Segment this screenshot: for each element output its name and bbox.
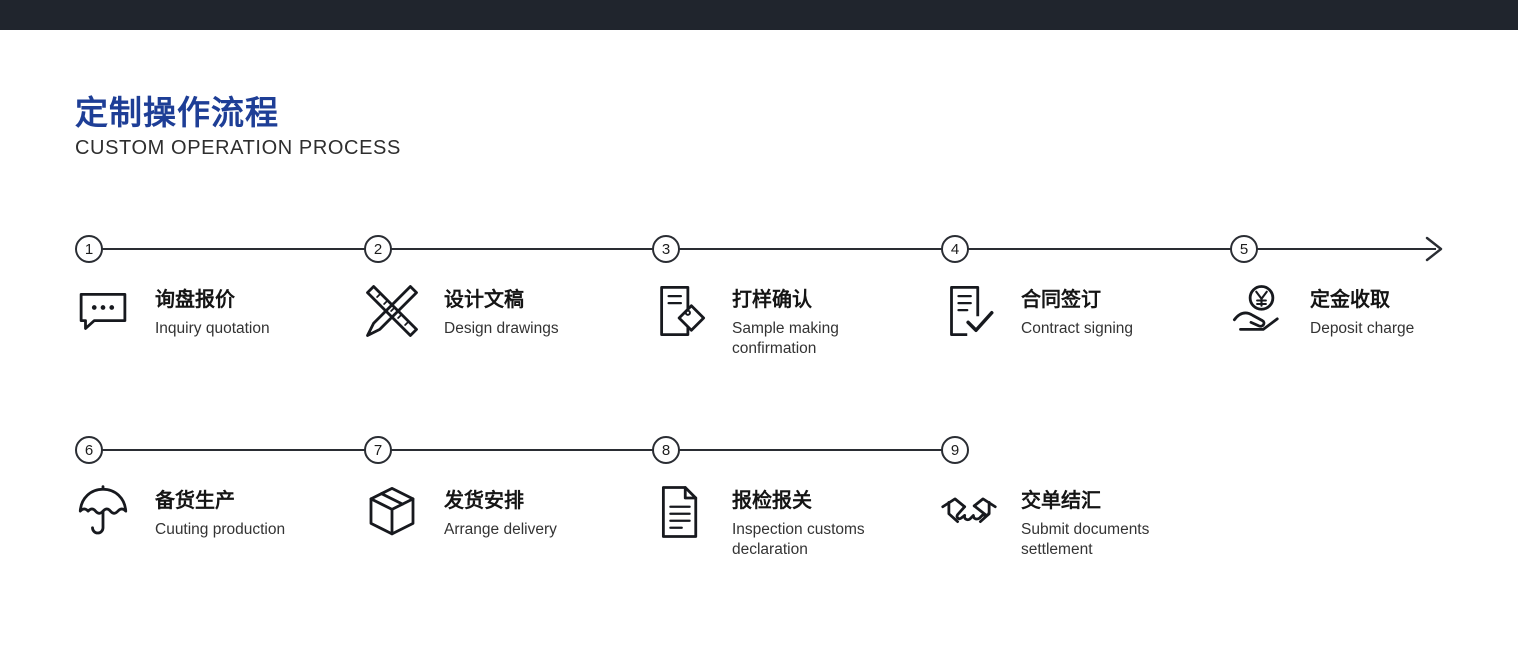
document-check-icon <box>941 283 997 339</box>
step-title-zh: 询盘报价 <box>155 289 235 311</box>
document-tag-icon <box>652 283 708 339</box>
step-title-zh: 报检报关 <box>732 490 812 512</box>
ruler-pencil-icon <box>364 283 420 339</box>
step-title-en: Cuuting production <box>155 521 286 538</box>
step-title-en: Sample making confirmation <box>732 320 839 358</box>
timeline-line <box>89 248 1436 250</box>
process-step: 交单结汇 Submit documents settlement <box>941 483 1221 561</box>
process-step: 报检报关 Inspection customs declaration <box>652 483 932 561</box>
step-number-badge: 3 <box>652 235 680 263</box>
step-title-en: Deposit charge <box>1310 320 1415 337</box>
step-title-en: Inspection customs declaration <box>732 521 865 559</box>
handshake-icon <box>941 484 997 540</box>
process-step: 询盘报价 Inquiry quotation <box>75 282 355 339</box>
step-title-zh: 设计文稿 <box>444 289 524 311</box>
step-title-zh: 发货安排 <box>444 490 524 512</box>
process-step: 打样确认 Sample making confirmation <box>652 282 932 360</box>
arrow-right-icon <box>1424 235 1446 263</box>
chat-bubble-icon <box>75 283 131 339</box>
step-title-en: Arrange delivery <box>444 521 557 538</box>
process-step: 备货生产 Cuuting production <box>75 483 355 540</box>
step-title-zh: 合同签订 <box>1021 289 1101 311</box>
timeline-row-1: 1 2 3 4 5 <box>0 235 1518 263</box>
step-number-badge: 2 <box>364 235 392 263</box>
process-step: 合同签订 Contract signing <box>941 282 1221 339</box>
timeline-row-2: 6 7 8 9 <box>0 436 1518 464</box>
step-title-zh: 交单结汇 <box>1021 490 1101 512</box>
step-number-badge: 8 <box>652 436 680 464</box>
step-number-badge: 9 <box>941 436 969 464</box>
hand-coin-icon <box>1230 283 1286 339</box>
step-title-zh: 备货生产 <box>155 490 235 512</box>
document-lines-icon <box>652 484 708 540</box>
step-number-badge: 6 <box>75 436 103 464</box>
step-number-badge: 1 <box>75 235 103 263</box>
page-title: 定制操作流程 <box>75 94 279 131</box>
page-subtitle: CUSTOM OPERATION PROCESS <box>75 137 401 159</box>
step-title-en: Design drawings <box>444 320 559 337</box>
process-step: 设计文稿 Design drawings <box>364 282 644 339</box>
step-number-badge: 5 <box>1230 235 1258 263</box>
top-bar <box>0 0 1518 30</box>
package-box-icon <box>364 484 420 540</box>
step-title-zh: 定金收取 <box>1310 289 1390 311</box>
process-step: 发货安排 Arrange delivery <box>364 483 644 540</box>
step-title-en: Submit documents settlement <box>1021 521 1150 559</box>
step-number-badge: 4 <box>941 235 969 263</box>
umbrella-icon <box>75 484 131 540</box>
step-title-en: Inquiry quotation <box>155 320 270 337</box>
step-number-badge: 7 <box>364 436 392 464</box>
step-title-en: Contract signing <box>1021 320 1134 337</box>
process-step: 定金收取 Deposit charge <box>1230 282 1510 339</box>
step-title-zh: 打样确认 <box>732 289 812 311</box>
timeline-line <box>89 449 955 451</box>
